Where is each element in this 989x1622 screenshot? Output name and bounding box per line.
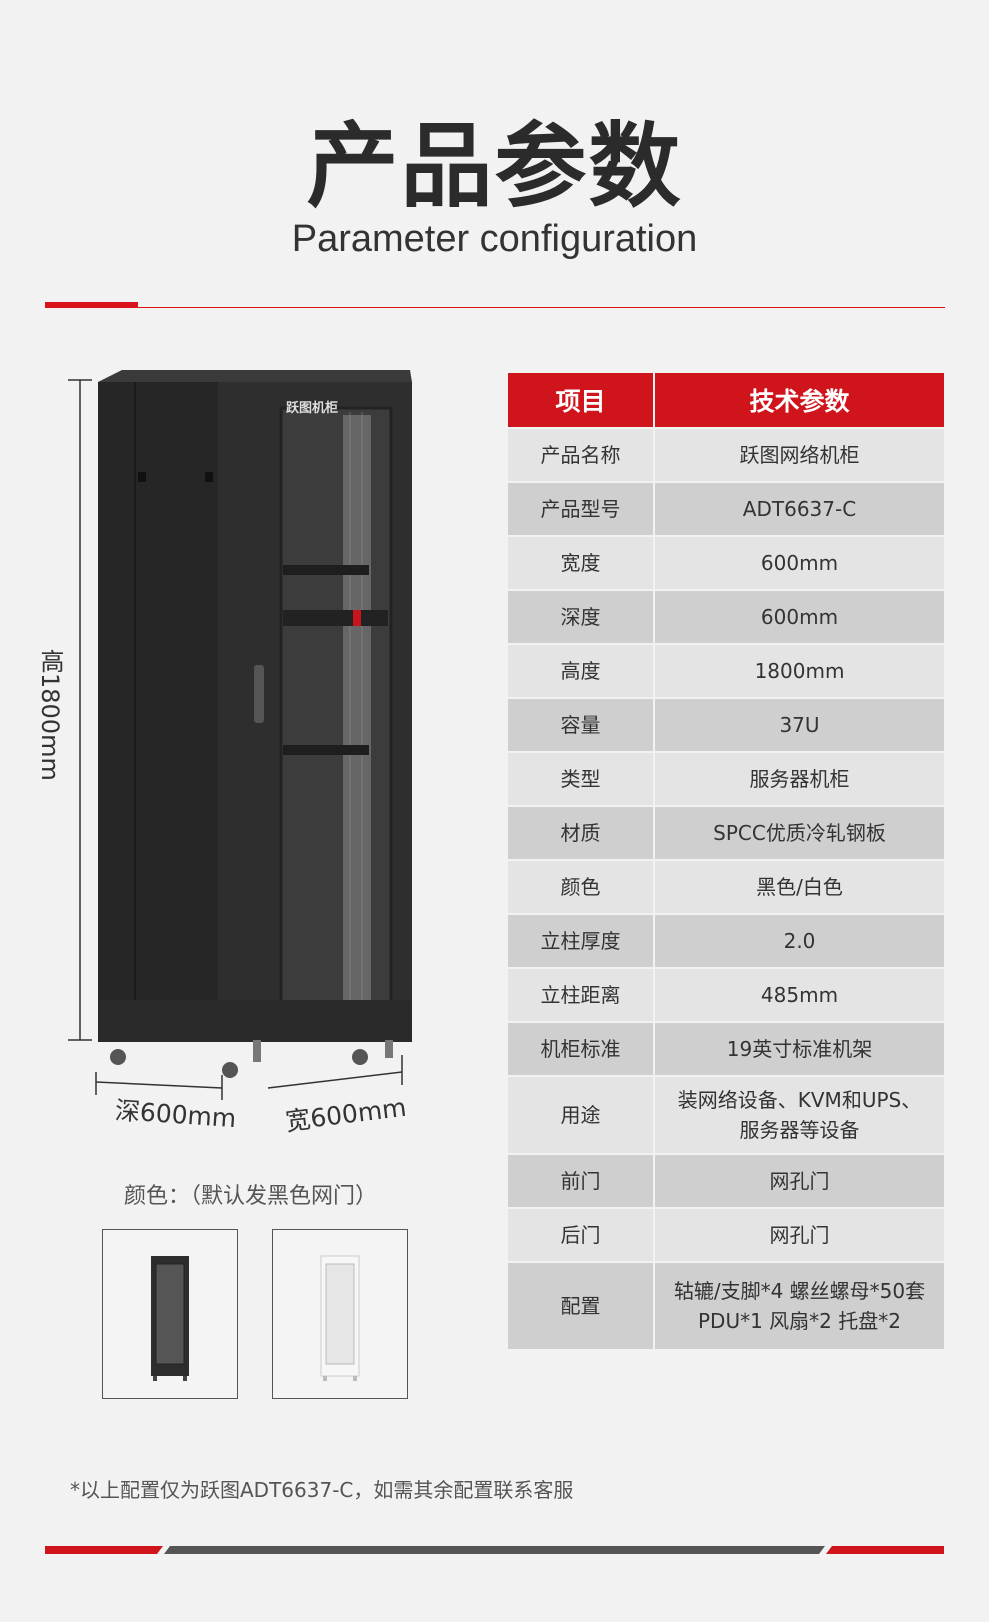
table-cell-key: 类型 [508,751,653,805]
table-cell-value-line: 装网络设备、KVM和UPS、 [677,1088,922,1112]
table-cell-key: 高度 [508,643,653,697]
color-caption: 颜色：（默认发黑色网门） [124,1184,378,1209]
table-cell-value: 网孔门 [655,1153,944,1207]
table-cell-value: 19英寸标准机架 [655,1021,944,1075]
table-cell-value-line: SPCC优质冷轧钢板 [713,821,886,845]
table-cell-key: 配置 [508,1261,653,1349]
table-cell-value: 服务器机柜 [655,751,944,805]
table-cell-key: 立柱距离 [508,967,653,1021]
footnote: *以上配置仅为跃图ADT6637-C，如需其余配置联系客服 [70,1478,574,1502]
page-title: 产品参数 [306,113,683,220]
table-cell-value-line: 网孔门 [769,1169,830,1193]
table-cell-value-line: 服务器机柜 [749,767,850,791]
table-cell-key: 宽度 [508,535,653,589]
table-cell-value-line: 跃图网络机柜 [739,443,860,467]
table-cell-value: 装网络设备、KVM和UPS、服务器等设备 [655,1075,944,1153]
title-divider [45,307,945,308]
table-cell-key: 产品型号 [508,481,653,535]
table-cell-value-line: 2.0 [783,929,816,953]
table-cell-value-line: 服务器等设备 [739,1118,860,1142]
table-header-spec: 技术参数 [655,373,944,427]
title-divider-accent [45,302,138,308]
table-cell-key: 机柜标准 [508,1021,653,1075]
table-cell-value: 1800mm [655,643,944,697]
table-cell-value: SPCC优质冷轧钢板 [655,805,944,859]
table-cell-value-line: PDU*1 风扇*2 托盘*2 [698,1309,901,1333]
table-cell-value-line: 485mm [760,983,839,1007]
table-cell-value-line: 600mm [760,605,839,629]
table-cell-value: 网孔门 [655,1207,944,1261]
color-swatch-black [102,1229,238,1399]
table-cell-key: 用途 [508,1075,653,1153]
table-cell-key: 材质 [508,805,653,859]
spec-table: 项目 技术参数 产品名称 跃图网络机柜产品型号 ADT6637-C 宽度 600mm 深度… [508,373,944,1349]
page-subtitle: Parameter configuration [291,218,698,260]
table-cell-key: 深度 [508,589,653,643]
table-cell-value: 600mm [655,589,944,643]
footer-bar [45,1546,944,1554]
table-cell-value-line: ADT6637-C [742,497,857,521]
table-cell-value: 2.0 [655,913,944,967]
table-cell-value-line: 600mm [760,551,839,575]
table-cell-key: 后门 [508,1207,653,1261]
table-cell-value: 黑色/白色 [655,859,944,913]
table-cell-key: 立柱厚度 [508,913,653,967]
table-cell-value-line: 37U [779,713,820,737]
cabinet-brand-label: 跃图机柜 [286,401,339,416]
table-cell-value-line: 轱辘/支脚*4 螺丝螺母*50套 [673,1279,926,1303]
table-cell-key: 前门 [508,1153,653,1207]
table-header-item: 项目 [508,373,653,427]
black-cabinet-thumbnail [151,1256,189,1381]
table-cell-key: 颜色 [508,859,653,913]
height-dimension-label: 高1800mm [36,649,64,781]
table-cell-value: 跃图网络机柜 [655,427,944,481]
white-cabinet-thumbnail [320,1255,360,1381]
depth-dimension-label: 深600mm [114,1095,238,1134]
table-cell-value: 600mm [655,535,944,589]
table-cell-value-line: 19英寸标准机架 [726,1037,873,1061]
table-cell-value-line: 1800mm [754,659,845,683]
color-swatch-white [272,1229,408,1399]
table-cell-value: 轱辘/支脚*4 螺丝螺母*50套 PDU*1 风扇*2 托盘*2 [655,1261,944,1349]
table-cell-value: ADT6637-C [655,481,944,535]
table-cell-value: 37U [655,697,944,751]
cabinet-illustration [68,370,412,1100]
table-cell-value-line: 黑色/白色 [756,875,843,899]
table-cell-value-line: 网孔门 [769,1223,830,1247]
table-cell-key: 产品名称 [508,427,653,481]
table-cell-value: 485mm [655,967,944,1021]
table-cell-key: 容量 [508,697,653,751]
